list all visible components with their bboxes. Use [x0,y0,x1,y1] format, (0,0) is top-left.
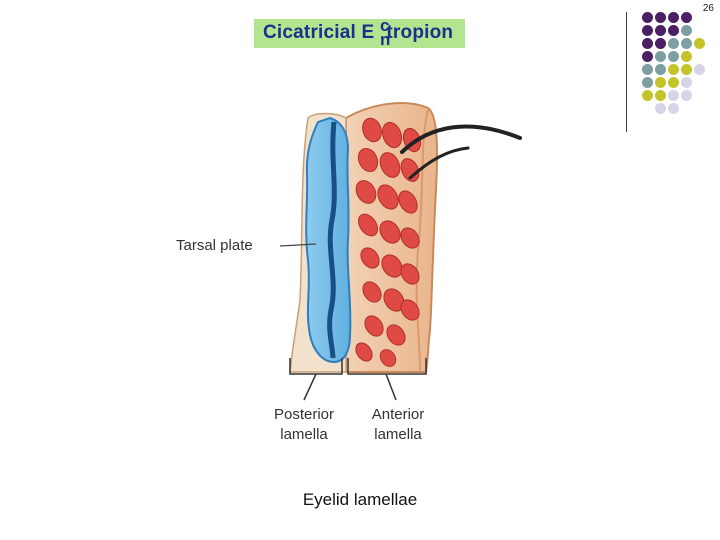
dot [668,38,679,49]
dot [655,77,666,88]
dot [642,77,653,88]
title-subscript-letter: n [380,30,391,49]
dot [681,12,692,23]
dot [681,25,692,36]
dot [655,90,666,101]
posterior-lamella-tissue [289,112,352,373]
dot [681,51,692,62]
title-part-2: tropion [386,22,454,43]
dot [694,64,705,75]
dot [655,51,666,62]
dot [668,12,679,23]
posterior-label-line-1: Posterior [273,406,335,423]
figure-caption: Eyelid lamellae [302,490,418,509]
title-part-1: Cicatricial E [263,22,375,43]
dot [681,77,692,88]
dot [668,90,679,101]
dot [655,25,666,36]
anterior-label-line-1: Anterior [371,406,425,423]
dot [681,90,692,101]
dot [642,38,653,49]
eyelashes [400,124,522,180]
dot [655,38,666,49]
dot [681,64,692,75]
tarsal-plate-pointer [279,243,317,247]
dot [655,12,666,23]
tarsal-plate-label: Tarsal plate [176,237,253,254]
dot [642,51,653,62]
dot [642,90,653,101]
anterior-lamella-label: Anterior lamella [356,405,440,445]
dot [668,103,679,114]
dot [642,25,653,36]
lamella-brackets [289,358,427,401]
dot [655,103,666,114]
dot [668,64,679,75]
dot [642,12,653,23]
dot [694,38,705,49]
page-number: 26 [702,3,714,14]
anterior-label-line-2: lamella [374,426,422,443]
slide-title: Cicatricial E tropion [263,22,453,44]
divider-line [626,12,627,132]
orbicularis-muscle-bundles [355,117,422,367]
dot [681,38,692,49]
dot [668,51,679,62]
title-banner [254,19,465,48]
dot [642,64,653,75]
dot [655,64,666,75]
posterior-label-line-2: lamella [280,426,328,443]
dot [668,77,679,88]
dot [668,25,679,36]
posterior-lamella-label: Posterior lamella [262,405,346,445]
title-superscript-letter: c [380,16,390,35]
